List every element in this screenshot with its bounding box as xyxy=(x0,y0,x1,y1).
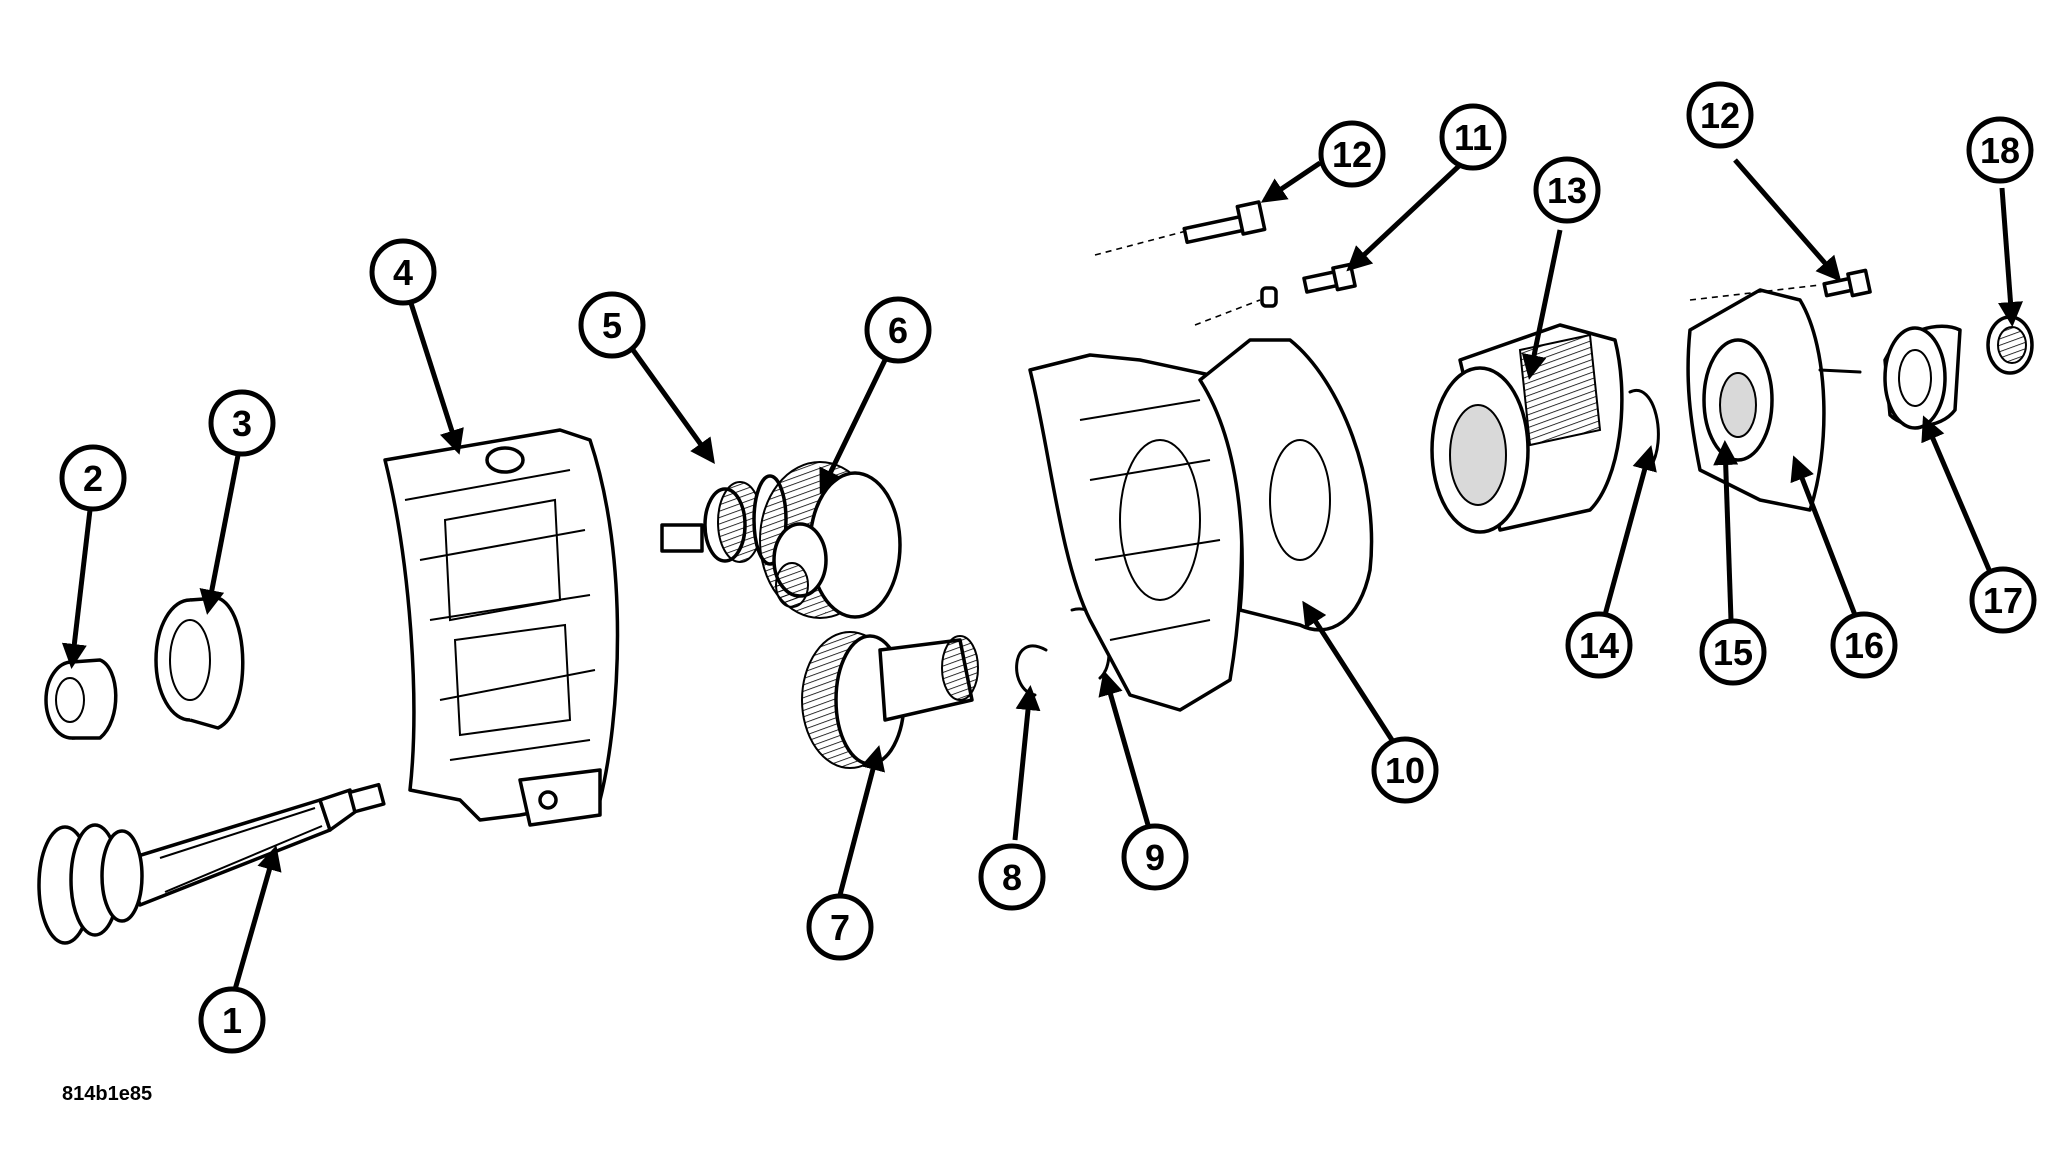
figure-id: 814b1e85 xyxy=(62,1083,153,1105)
part-4-case-half xyxy=(383,428,620,827)
callout-6: 6 xyxy=(864,296,932,364)
callout-6-label: 6 xyxy=(888,310,908,351)
part-18-plug xyxy=(1986,315,2034,375)
callout-10: 10 xyxy=(1371,736,1439,804)
callout-8: 8 xyxy=(978,843,1046,911)
part-15-seal xyxy=(1702,338,1774,462)
part-17-cover xyxy=(1883,324,1962,430)
callout-12-upper: 12 xyxy=(1318,120,1386,188)
callout-18-label: 18 xyxy=(1980,130,2020,171)
callout-1-label: 1 xyxy=(222,1000,242,1041)
callout-3: 3 xyxy=(208,389,276,457)
callout-14: 14 xyxy=(1565,611,1633,679)
callout-12-right-label: 12 xyxy=(1700,95,1740,136)
callout-18: 18 xyxy=(1966,116,2034,184)
callout-8-label: 8 xyxy=(1002,857,1022,898)
part-7-output-gear xyxy=(801,631,979,769)
part-14-snap-ring xyxy=(1628,388,1660,470)
callout-14-label: 14 xyxy=(1579,625,1619,666)
part-11-bolt xyxy=(1260,262,1357,308)
callout-13: 13 xyxy=(1533,156,1601,224)
part-1-shaft xyxy=(37,782,386,945)
callout-3-label: 3 xyxy=(232,403,252,444)
alignment-lines xyxy=(1094,229,1821,326)
callout-11: 11 xyxy=(1439,103,1507,171)
part-5-input-gear xyxy=(660,474,788,566)
callout-2-label: 2 xyxy=(83,458,103,499)
part-12-bolt-right xyxy=(1822,268,1872,298)
callout-16-label: 16 xyxy=(1844,625,1884,666)
part-8-snap-ring xyxy=(1015,644,1048,697)
callout-9-label: 9 xyxy=(1145,837,1165,878)
callout-17: 17 xyxy=(1969,566,2037,634)
callout-16: 16 xyxy=(1830,611,1898,679)
leader-lines xyxy=(61,158,2023,1001)
part-2-bushing xyxy=(44,658,118,740)
callout-10-label: 10 xyxy=(1385,750,1425,791)
callout-12-right: 12 xyxy=(1686,81,1754,149)
part-3-seal xyxy=(154,596,245,730)
callout-15: 15 xyxy=(1699,618,1767,686)
callout-7: 7 xyxy=(806,893,874,961)
callout-7-label: 7 xyxy=(830,907,850,948)
callout-2: 2 xyxy=(59,444,127,512)
callout-9: 9 xyxy=(1121,823,1189,891)
callout-11-label: 11 xyxy=(1454,117,1492,158)
callout-1: 1 xyxy=(198,986,266,1054)
callout-12-upper-label: 12 xyxy=(1332,134,1372,175)
callout-5: 5 xyxy=(578,291,646,359)
callout-4-label: 4 xyxy=(393,252,413,293)
part-6-drive-sprocket xyxy=(759,461,902,619)
callout-5-label: 5 xyxy=(602,305,622,346)
part-12-bolt-upper xyxy=(1182,200,1267,245)
callout-13-label: 13 xyxy=(1547,170,1587,211)
callout-15-label: 15 xyxy=(1713,632,1753,673)
callout-4: 4 xyxy=(369,238,437,306)
callout-17-label: 17 xyxy=(1983,580,2023,621)
part-13-oil-pump xyxy=(1430,323,1624,534)
part-10-case xyxy=(1028,338,1374,712)
